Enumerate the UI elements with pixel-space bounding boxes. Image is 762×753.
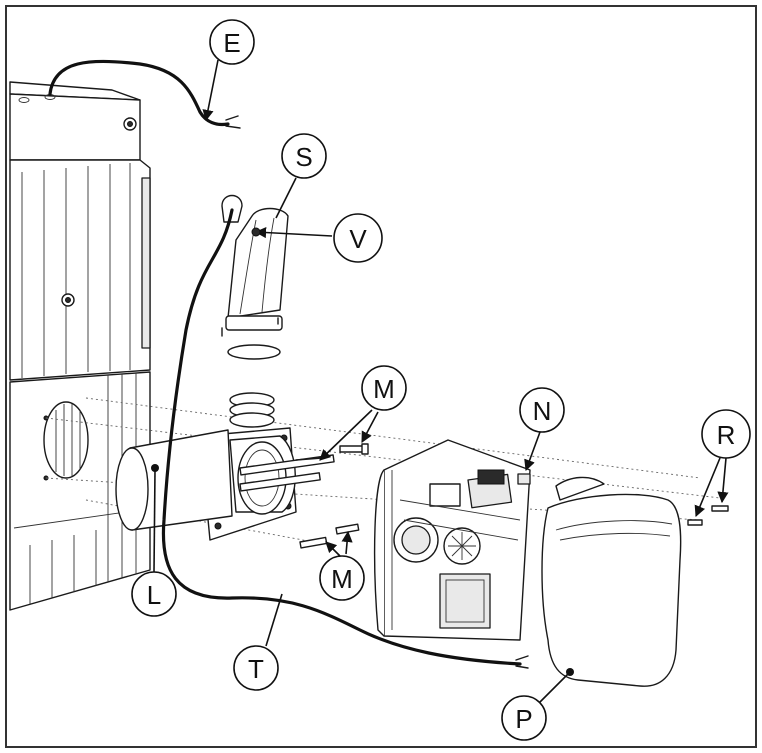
- callout-m-top: M: [361, 365, 407, 411]
- callout-v: V: [333, 213, 383, 263]
- cable-t: [161, 208, 522, 666]
- svg-text:P: P: [515, 704, 532, 734]
- svg-text:V: V: [349, 224, 367, 254]
- burner-body: [373, 439, 531, 641]
- diagram-frame: [5, 5, 757, 748]
- rods: [239, 454, 335, 492]
- valve-v: [251, 227, 261, 237]
- callout-e: E: [209, 19, 255, 65]
- blast-tube-l: [115, 429, 233, 531]
- nut-n: [517, 473, 531, 485]
- svg-text:M: M: [331, 564, 353, 594]
- callout-m-bottom: M: [319, 555, 365, 601]
- screws-r: [687, 505, 729, 526]
- hose-s: [221, 207, 289, 428]
- svg-text:N: N: [533, 396, 552, 426]
- callout-s: S: [281, 133, 327, 179]
- callout-n: N: [519, 387, 565, 433]
- svg-text:R: R: [717, 420, 736, 450]
- svg-text:L: L: [147, 580, 161, 610]
- callout-t: T: [233, 645, 279, 691]
- boiler-burner-opening: [43, 401, 89, 479]
- callout-p: P: [501, 695, 547, 741]
- svg-text:S: S: [295, 142, 312, 172]
- svg-text:M: M: [373, 374, 395, 404]
- svg-text:T: T: [248, 654, 264, 684]
- boiler-body: [9, 81, 151, 611]
- callout-l: L: [131, 571, 177, 617]
- callout-r: R: [701, 409, 751, 459]
- cover-p: [541, 476, 682, 687]
- svg-text:E: E: [223, 28, 240, 58]
